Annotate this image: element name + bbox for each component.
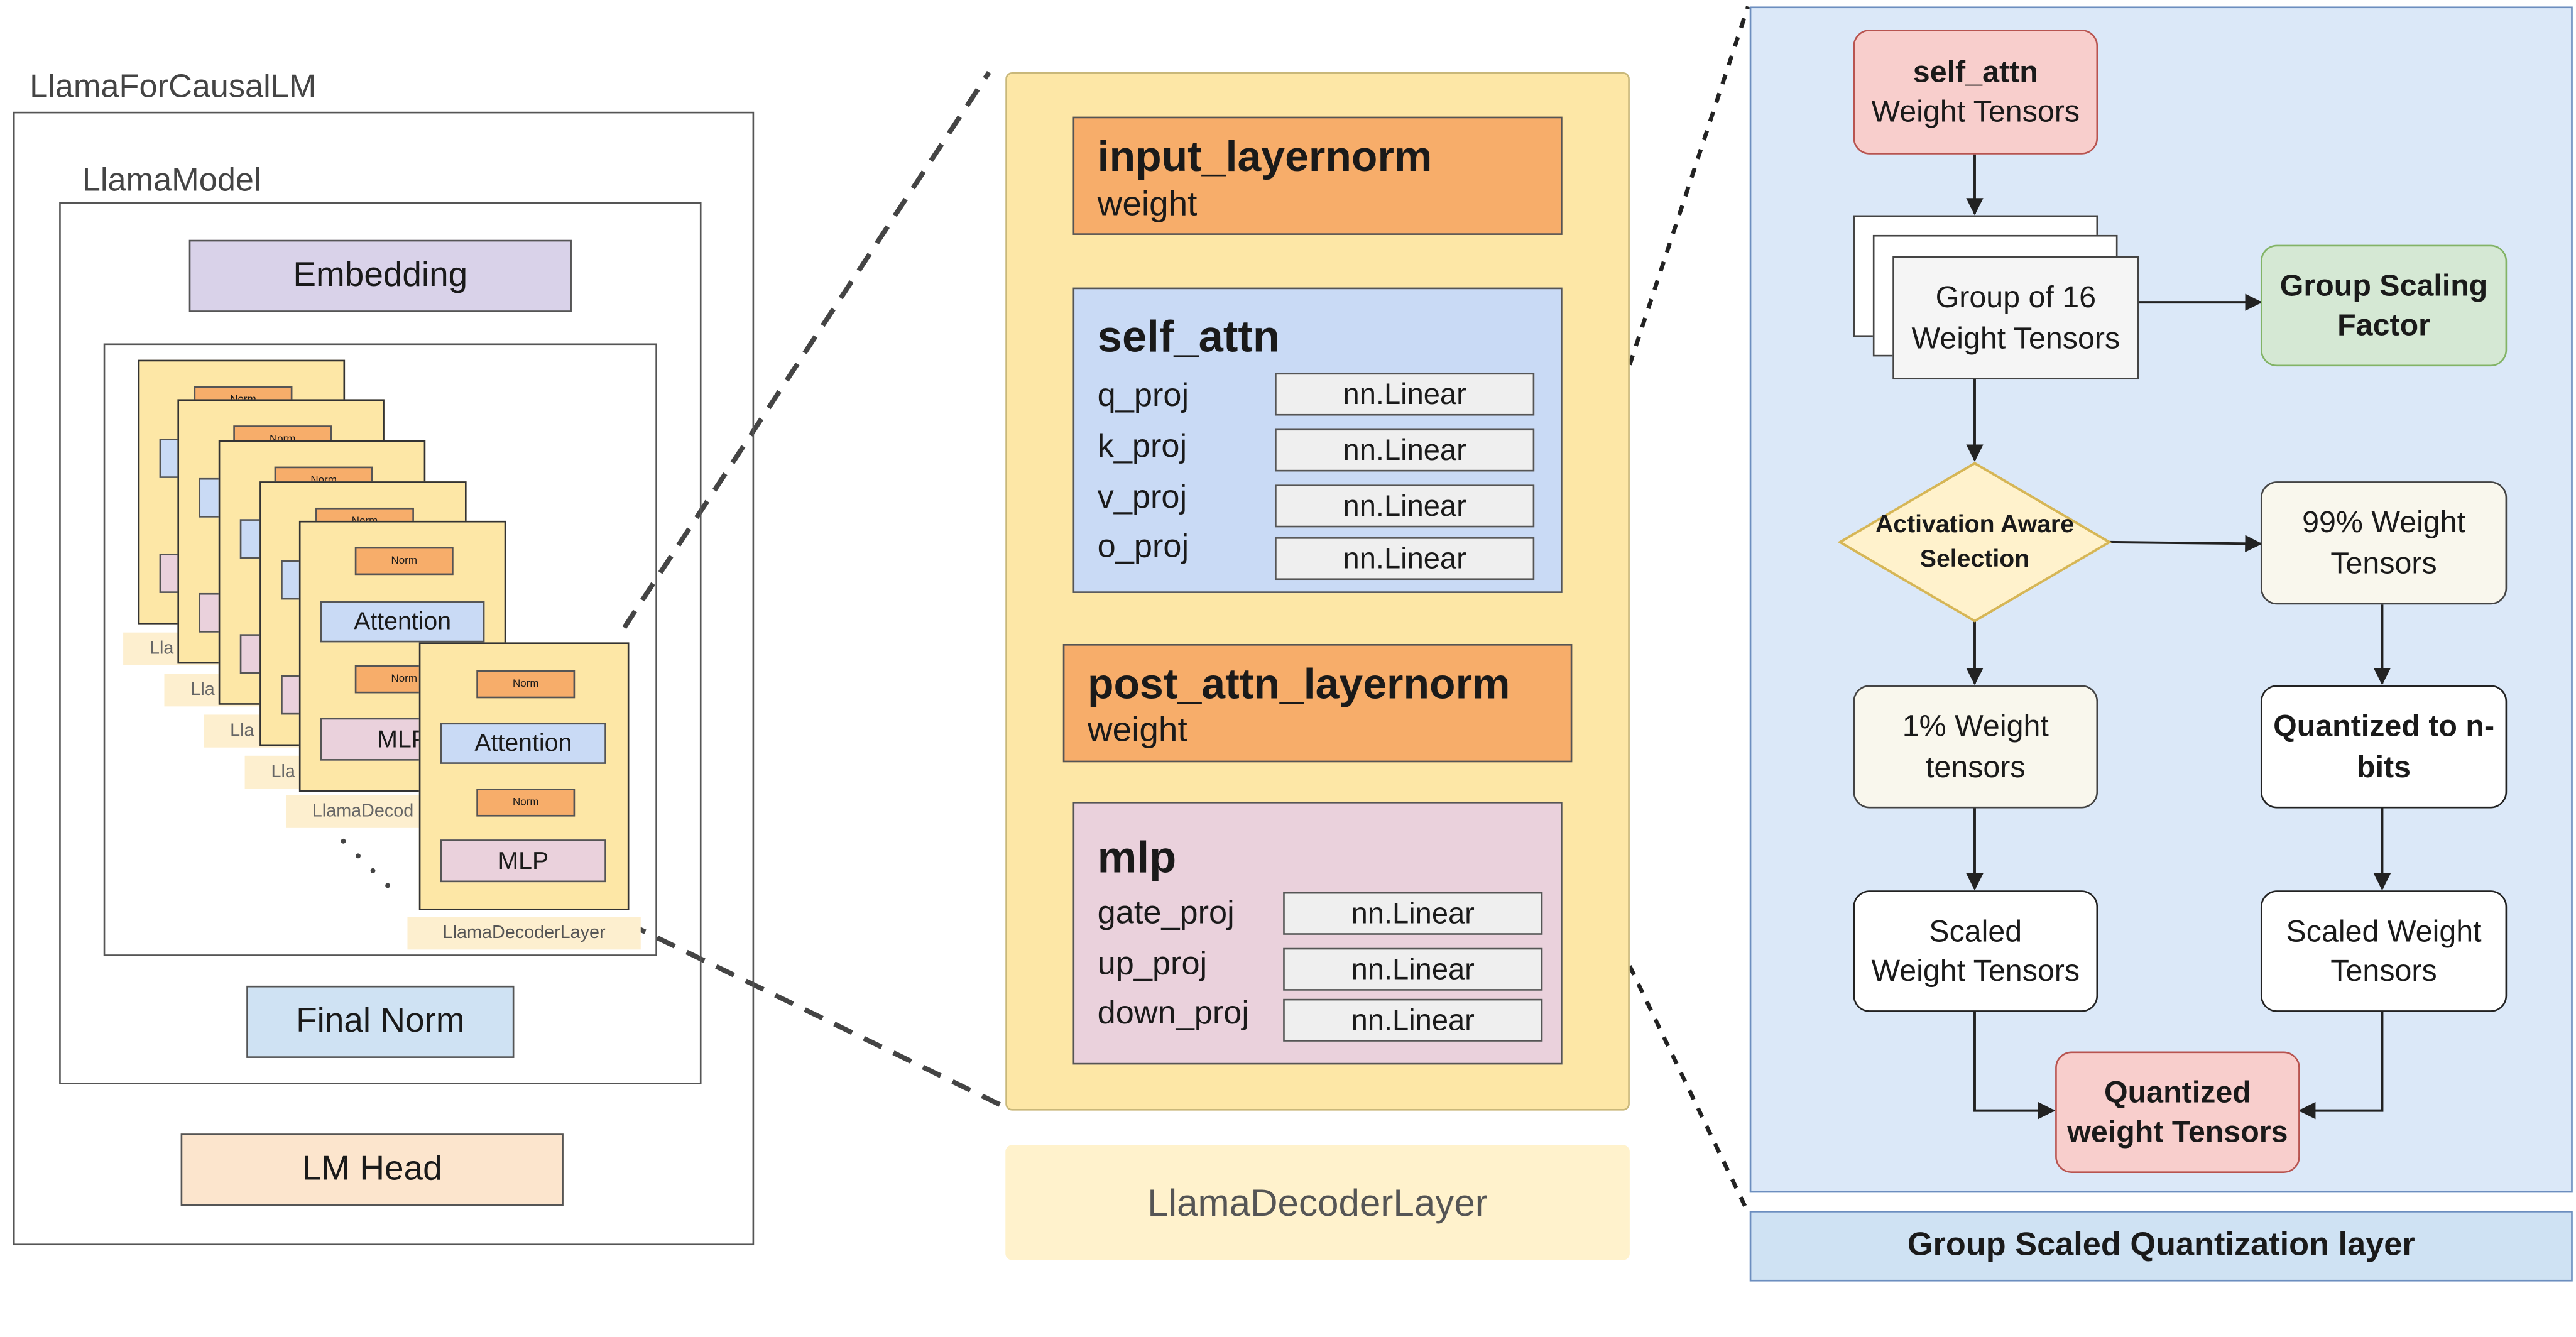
- node-line: tensors: [1925, 748, 2026, 783]
- attention-block: Attention: [320, 601, 485, 643]
- more-layers-dots: [341, 838, 391, 888]
- node-line: Weight Tensors: [1871, 952, 2080, 988]
- zoom-line-top-right: [1627, 6, 1750, 366]
- decoder-label-5: LlamaDecod: [285, 795, 427, 828]
- post-attn-layernorm-title: post_attn_layernorm: [1087, 658, 1510, 708]
- linear-block: nn.Linear: [1283, 998, 1543, 1042]
- decoder-card-5: Norm Attention Norm MLP: [298, 520, 506, 792]
- quantized-weight-tensors-node: Quantized weight Tensors: [2055, 1051, 2300, 1173]
- proj-name: gate_proj: [1097, 895, 1235, 932]
- node-line: weight Tensors: [2067, 1113, 2288, 1149]
- node-line: Tensors: [2330, 952, 2437, 988]
- norm-block: Norm: [476, 670, 576, 699]
- mlp-detail-block: mlp gate_proj nn.Linear up_proj nn.Linea…: [1072, 802, 1563, 1065]
- embedding-block: Embedding: [188, 239, 572, 312]
- zoom-line-bottom-left: [626, 920, 1007, 1110]
- node-line: Scaled Weight: [2286, 912, 2482, 947]
- causal-lm-box: [13, 111, 755, 1246]
- decision-diamond: [1837, 462, 2112, 623]
- input-layernorm-weight: weight: [1097, 185, 1198, 224]
- proj-name: up_proj: [1097, 946, 1208, 983]
- norm-block: Norm: [354, 547, 454, 576]
- attention-block: Attention: [440, 723, 606, 764]
- proj-name: v_proj: [1097, 479, 1187, 516]
- linear-block: nn.Linear: [1283, 892, 1543, 935]
- input-layernorm-title: input_layernorm: [1097, 131, 1433, 181]
- norm-block: Norm: [476, 789, 576, 817]
- linear-block: nn.Linear: [1275, 428, 1535, 472]
- input-layernorm-block: input_layernorm weight: [1072, 116, 1563, 235]
- proj-name: q_proj: [1097, 378, 1189, 414]
- outer-model-title: LlamaForCausalLM: [30, 68, 317, 106]
- node-line: Weight Tensors: [1911, 319, 2120, 354]
- mlp-block: MLP: [440, 839, 606, 883]
- decoder-stack-box: [103, 343, 657, 956]
- linear-block: nn.Linear: [1275, 537, 1535, 581]
- node-line: 1% Weight: [1902, 708, 2049, 743]
- linear-block: nn.Linear: [1283, 947, 1543, 991]
- node-line: bits: [2357, 748, 2411, 783]
- proj-name: k_proj: [1097, 428, 1187, 465]
- post-attn-layernorm-block: post_attn_layernorm weight: [1062, 644, 1573, 763]
- final-norm-block: Final Norm: [246, 985, 515, 1058]
- node-line: Activation Aware: [1875, 511, 2075, 539]
- node-line: Factor: [2337, 307, 2430, 342]
- proj-name: down_proj: [1097, 995, 1250, 1032]
- node-line: Tensors: [2330, 544, 2437, 579]
- decoder-layer-caption: LlamaDecoderLayer: [1005, 1145, 1630, 1260]
- weight-1-node: 1% Weight tensors: [1853, 685, 2098, 809]
- self-attn-title: self_attn: [1097, 312, 1280, 362]
- linear-block: nn.Linear: [1275, 373, 1535, 416]
- proj-name: o_proj: [1097, 528, 1189, 565]
- node-line: Selection: [1919, 545, 2030, 574]
- linear-block: nn.Linear: [1275, 484, 1535, 528]
- node-line: 99% Weight: [2302, 504, 2466, 539]
- node-line: self_attn: [1913, 53, 2038, 89]
- node-line: Group Scaling: [2279, 267, 2488, 302]
- node-line: Quantized to n-: [2273, 708, 2495, 743]
- node-line: Group of 16: [1935, 279, 2097, 314]
- quantization-layer-title: Group Scaled Quantization layer: [1749, 1211, 2573, 1282]
- post-attn-layernorm-weight: weight: [1087, 711, 1187, 750]
- llama-model-title: LlamaModel: [82, 162, 261, 199]
- zoom-line-top-left: [622, 70, 991, 630]
- decoder-label-front: LlamaDecoderLayer: [407, 917, 641, 950]
- node-line: Quantized: [2104, 1074, 2251, 1108]
- self-attn-block: self_attn q_proj nn.Linear k_proj nn.Lin…: [1072, 287, 1563, 593]
- llama-model-box: [59, 202, 702, 1084]
- decoder-card-front: Norm Attention Norm MLP: [418, 642, 630, 910]
- mlp-title: mlp: [1097, 832, 1177, 883]
- lm-head-block: LM Head: [180, 1133, 564, 1206]
- node-line: Weight Tensors: [1871, 94, 2080, 128]
- node-line: Scaled: [1929, 912, 2022, 947]
- group-of-16-node: Group of 16 Weight Tensors: [1892, 256, 2139, 380]
- quantized-n-bits-node: Quantized to n-bits: [2260, 685, 2508, 809]
- zoom-line-bottom-right: [1627, 965, 1750, 1214]
